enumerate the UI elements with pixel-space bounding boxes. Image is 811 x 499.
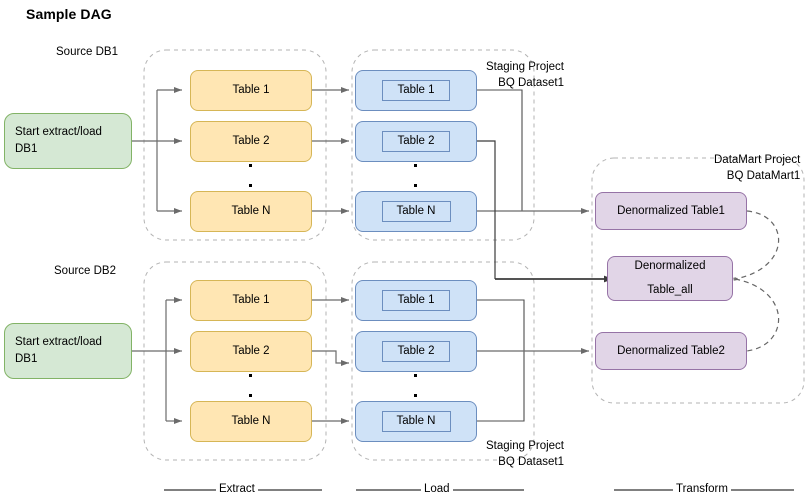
extract-node-db1-table2[interactable]: Table 2 — [190, 121, 312, 162]
connector-to-denorm-table-all — [477, 140, 613, 283]
connector-extract2-to-load2 — [312, 297, 349, 424]
load-node-db1-table2-label: Table 2 — [382, 130, 450, 153]
load-node-db2-tablen[interactable]: Table N — [355, 401, 477, 442]
extract-node-db1-table1-label: Table 1 — [232, 84, 270, 97]
start-node-db2-line1: Start extract/load — [15, 336, 102, 349]
phase-label-load: Load — [421, 483, 453, 495]
datamart-node-denormalized-table-all[interactable]: Denormalized Table_all — [607, 256, 733, 301]
start-node-db1-line1: Start extract/load — [15, 126, 102, 139]
load-node-db2-table1-label: Table 1 — [382, 289, 450, 312]
extract-node-db2-table2-label: Table 2 — [232, 345, 270, 358]
connector-load2-to-denorm-table2 — [477, 299, 589, 422]
page-title: Sample DAG — [26, 6, 112, 22]
extract-node-db1-tablen[interactable]: Table N — [190, 191, 312, 232]
group-container-extract-db2 — [143, 261, 327, 461]
staging-note-bottom-line1: Staging Project — [486, 440, 564, 452]
ellipsis-dot — [249, 164, 252, 167]
datamart-node-denormalized-table1-label: Denormalized Table1 — [617, 204, 725, 217]
extract-node-db2-tablen[interactable]: Table N — [190, 401, 312, 442]
start-node-db2[interactable]: Start extract/load DB1 — [4, 323, 132, 379]
staging-note-bottom: Staging Project BQ Dataset1 — [486, 439, 564, 470]
start-node-db2-line2: DB1 — [15, 353, 38, 365]
group-label-source-db1: Source DB1 — [56, 46, 119, 58]
extract-node-db2-table1-label: Table 1 — [232, 294, 270, 307]
extract-node-db1-table2-label: Table 2 — [232, 135, 270, 148]
datamart-note-line2: BQ DataMart1 — [726, 169, 801, 182]
group-container-load-db2 — [351, 261, 535, 461]
extract-node-db1-table1[interactable]: Table 1 — [190, 70, 312, 111]
connector-datamart-dashed — [733, 210, 780, 352]
connector-start2-to-extract — [132, 297, 182, 424]
phase-label-extract: Extract — [216, 483, 258, 495]
datamart-note-line1: DataMart Project — [714, 154, 801, 166]
load-node-db1-table2[interactable]: Table 2 — [355, 121, 477, 162]
datamart-node-denormalized-table1[interactable]: Denormalized Table1 — [595, 192, 747, 230]
connector-start1-to-extract — [132, 87, 182, 214]
extract-node-db2-table2[interactable]: Table 2 — [190, 331, 312, 372]
start-node-db1-line2: DB1 — [15, 143, 38, 155]
group-label-source-db2: Source DB2 — [54, 265, 117, 277]
load-node-db2-table1[interactable]: Table 1 — [355, 280, 477, 321]
ellipsis-dot — [414, 164, 417, 167]
load-node-db1-table1-label: Table 1 — [382, 79, 450, 102]
staging-note-top: Staging Project BQ Dataset1 — [486, 60, 564, 91]
datamart-node-denormalized-table2[interactable]: Denormalized Table2 — [595, 332, 747, 370]
extract-node-db1-tablen-label: Table N — [231, 205, 271, 218]
extract-node-db2-table1[interactable]: Table 1 — [190, 280, 312, 321]
load-node-db1-tablen-label: Table N — [381, 200, 451, 223]
phase-label-transform: Transform — [673, 483, 731, 495]
ellipsis-dot — [249, 394, 252, 397]
ellipsis-dot — [414, 394, 417, 397]
datamart-node-denormalized-table-all-line1: Denormalized — [634, 260, 706, 273]
datamart-node-denormalized-table2-label: Denormalized Table2 — [617, 344, 725, 357]
load-node-db1-table1[interactable]: Table 1 — [355, 70, 477, 111]
datamart-node-denormalized-table-all-line2: Table_all — [647, 284, 693, 296]
staging-note-top-line1: Staging Project — [486, 61, 564, 73]
connector-extract1-to-load1 — [312, 87, 349, 214]
datamart-note: DataMart Project BQ DataMart1 — [714, 153, 800, 184]
load-node-db2-table2[interactable]: Table 2 — [355, 331, 477, 372]
load-node-db2-tablen-label: Table N — [381, 410, 451, 433]
start-node-db1[interactable]: Start extract/load DB1 — [4, 113, 132, 169]
load-node-db2-table2-label: Table 2 — [382, 340, 450, 363]
staging-note-bottom-line2: BQ Dataset1 — [498, 455, 564, 468]
ellipsis-dot — [249, 184, 252, 187]
connector-load1-to-denorm-table1 — [477, 89, 589, 214]
extract-node-db2-tablen-label: Table N — [231, 415, 271, 428]
ellipsis-dot — [414, 184, 417, 187]
load-node-db1-tablen[interactable]: Table N — [355, 191, 477, 232]
staging-note-top-line2: BQ Dataset1 — [498, 76, 564, 89]
ellipsis-dot — [414, 374, 417, 377]
group-container-datamart — [591, 157, 805, 404]
ellipsis-dot — [249, 374, 252, 377]
